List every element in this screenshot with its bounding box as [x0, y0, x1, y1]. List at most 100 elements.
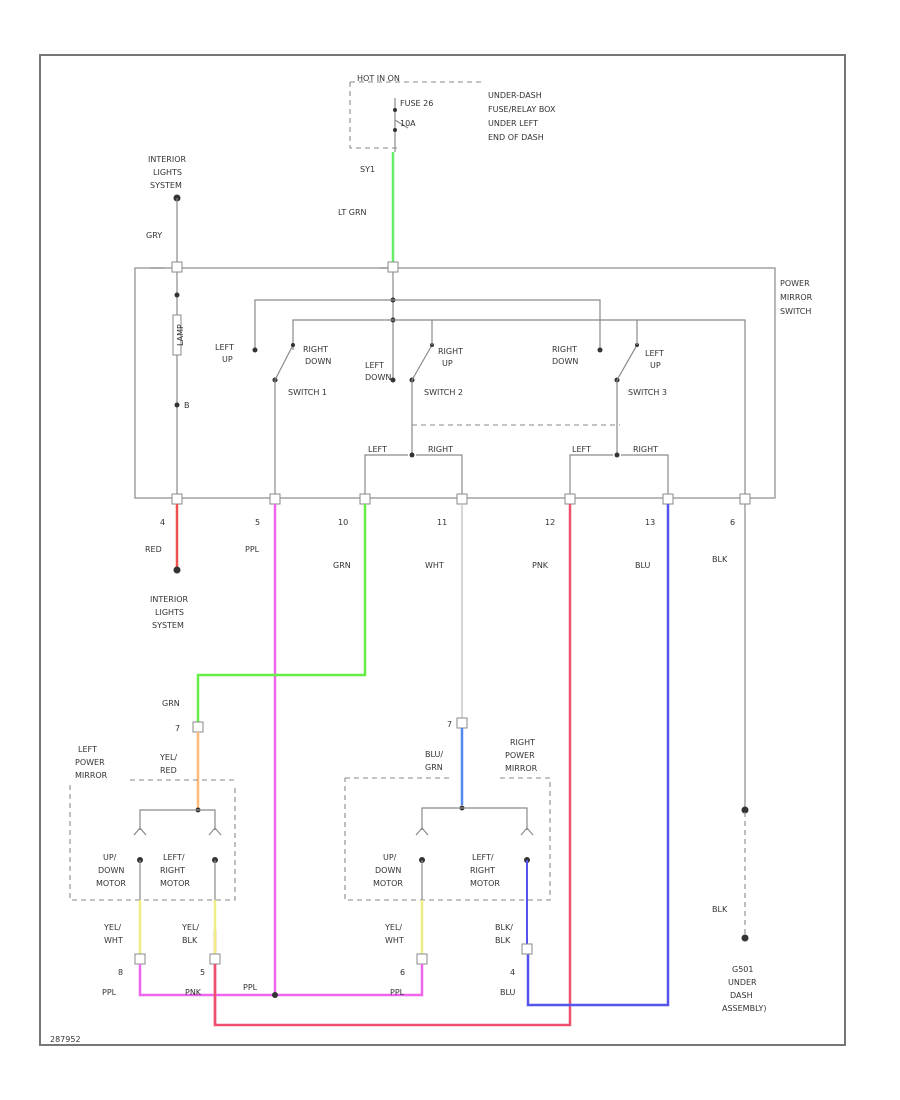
switch-1-label: SWITCH 1: [288, 388, 327, 397]
label-pnk: PNK: [532, 561, 549, 570]
sw2-left-contact: LEFT: [368, 445, 387, 454]
sw2-right-up-2: UP: [442, 359, 453, 368]
label-grn: GRN: [333, 561, 351, 570]
label-gry: GRY: [146, 231, 162, 240]
sw3-right-down-2: DOWN: [552, 357, 578, 366]
pin-10: 10: [338, 518, 348, 527]
bottom-pin-8: 8: [118, 968, 123, 977]
fuse-location-4: END OF DASH: [488, 133, 544, 142]
right-mirror-m2-a: LEFT/: [472, 853, 494, 862]
fuse-pin-label: SY1: [360, 165, 375, 174]
label-blu-b: BLU: [500, 988, 516, 997]
left-mirror-m2-a: LEFT/: [163, 853, 185, 862]
wire-ppl-bus: [138, 964, 424, 997]
sw2-left-down-1: LEFT: [365, 361, 384, 370]
label-red: RED: [145, 545, 162, 554]
right-mirror-title-1: RIGHT: [510, 738, 535, 747]
switch-title-1: POWER: [780, 279, 810, 288]
sw3-left-up-2: UP: [650, 361, 661, 370]
left-mirror-title-2: POWER: [75, 758, 105, 767]
sw3-left-up-1: LEFT: [645, 349, 664, 358]
left-mirror-m1-a: UP/: [103, 853, 117, 862]
right-mirror-m1-c: MOTOR: [373, 879, 403, 888]
fuse-hot-label: HOT IN ON: [357, 74, 400, 83]
pin-6: 6: [730, 518, 735, 527]
connector-top-center: [387, 261, 399, 273]
wire-blu: [526, 504, 670, 1007]
sw3-left-contact: LEFT: [572, 445, 591, 454]
sw2-left-down-2: DOWN: [365, 373, 391, 382]
right-mirror-pin-7: 7: [447, 720, 452, 729]
left-mirror-m2-c: MOTOR: [160, 879, 190, 888]
diagram-border: [39, 54, 846, 1046]
label-ppl: PPL: [245, 545, 260, 554]
ground-line4: ASSEMBLY): [722, 1004, 766, 1013]
sw3-right-contact: RIGHT: [633, 445, 658, 454]
label-yel-blk-1: YEL/: [181, 923, 199, 932]
label-pnk-b: PNK: [185, 988, 202, 997]
label-yel-red-2: RED: [160, 766, 177, 775]
label-ppl-b2: PPL: [243, 983, 258, 992]
fuse-number-label: FUSE 26: [400, 99, 433, 108]
left-mirror-title-3: MIRROR: [75, 771, 108, 780]
label-wht: WHT: [425, 561, 444, 570]
pin-13: 13: [645, 518, 655, 527]
right-power-mirror: 7 BLU/ GRN RIGHT POWER MIRROR UP/ DOWN M…: [344, 717, 551, 965]
label-yel-wht-l1: YEL/: [103, 923, 121, 932]
right-mirror-title-2: POWER: [505, 751, 535, 760]
pin-11: 11: [437, 518, 447, 527]
fuse-box: HOT IN ON FUSE 26 10A UNDER-DASH FUSE/RE…: [349, 74, 556, 174]
interior-bottom-line1: INTERIOR: [150, 595, 189, 604]
lamp-b-label: B: [184, 401, 190, 410]
label-blu: BLU: [635, 561, 651, 570]
sw2-right-up-1: RIGHT: [438, 347, 463, 356]
label-lt-grn: LT GRN: [338, 208, 367, 217]
label-grn-left: GRN: [162, 699, 180, 708]
fuse-location-3: UNDER LEFT: [488, 119, 538, 128]
right-mirror-m2-c: MOTOR: [470, 879, 500, 888]
label-blk-blk-1: BLK/: [495, 923, 513, 932]
left-mirror-m1-b: DOWN: [98, 866, 124, 875]
pin-4: 4: [160, 518, 165, 527]
sw1-right-down-1: RIGHT: [303, 345, 328, 354]
power-mirror-switch: POWER MIRROR SWITCH LAMP B LEFT UP RIGHT…: [134, 261, 813, 505]
label-blk-blk-2: BLK: [495, 936, 511, 945]
interior-bottom-line3: SYSTEM: [152, 621, 184, 630]
left-mirror-m2-b: RIGHT: [160, 866, 185, 875]
bottom-pin-6: 6: [400, 968, 405, 977]
label-blu-grn-1: BLU/: [425, 750, 443, 759]
label-blk-lower: BLK: [712, 905, 728, 914]
sw1-right-down-2: DOWN: [305, 357, 331, 366]
sw3-right-down-1: RIGHT: [552, 345, 577, 354]
right-mirror-title-3: MIRROR: [505, 764, 538, 773]
ground-line1: G501: [732, 965, 753, 974]
pin-12: 12: [545, 518, 555, 527]
left-mirror-pin-7: 7: [175, 724, 180, 733]
ground-line2: UNDER: [728, 978, 757, 987]
fuse-rating-label: 10A: [400, 119, 416, 128]
switch-housing: [134, 267, 776, 499]
sw1-left-up-2: UP: [222, 355, 233, 364]
pin-5: 5: [255, 518, 260, 527]
label-ppl-b3: PPL: [390, 988, 405, 997]
right-mirror-m1-a: UP/: [383, 853, 397, 862]
interior-lights-top: INTERIOR LIGHTS SYSTEM GRY: [146, 155, 187, 262]
sw2-right-contact: RIGHT: [428, 445, 453, 454]
switch-title-2: MIRROR: [780, 293, 813, 302]
label-ppl-b1: PPL: [102, 988, 117, 997]
connector-top-left: [171, 261, 183, 273]
right-mirror-m2-b: RIGHT: [470, 866, 495, 875]
lamp-label: LAMP: [176, 324, 185, 346]
diagram-code: 287952: [50, 1035, 81, 1044]
fuse-location-2: FUSE/RELAY BOX: [488, 105, 556, 114]
label-blu-grn-2: GRN: [425, 763, 443, 772]
left-mirror-title-1: LEFT: [78, 745, 97, 754]
label-yel-wht-r1: YEL/: [384, 923, 402, 932]
label-yel-wht-r2: WHT: [385, 936, 404, 945]
switch-3-label: SWITCH 3: [628, 388, 667, 397]
label-yel-wht-l2: WHT: [104, 936, 123, 945]
fuse-location-1: UNDER-DASH: [488, 91, 542, 100]
interior-bottom-line2: LIGHTS: [155, 608, 184, 617]
left-mirror-m1-c: MOTOR: [96, 879, 126, 888]
